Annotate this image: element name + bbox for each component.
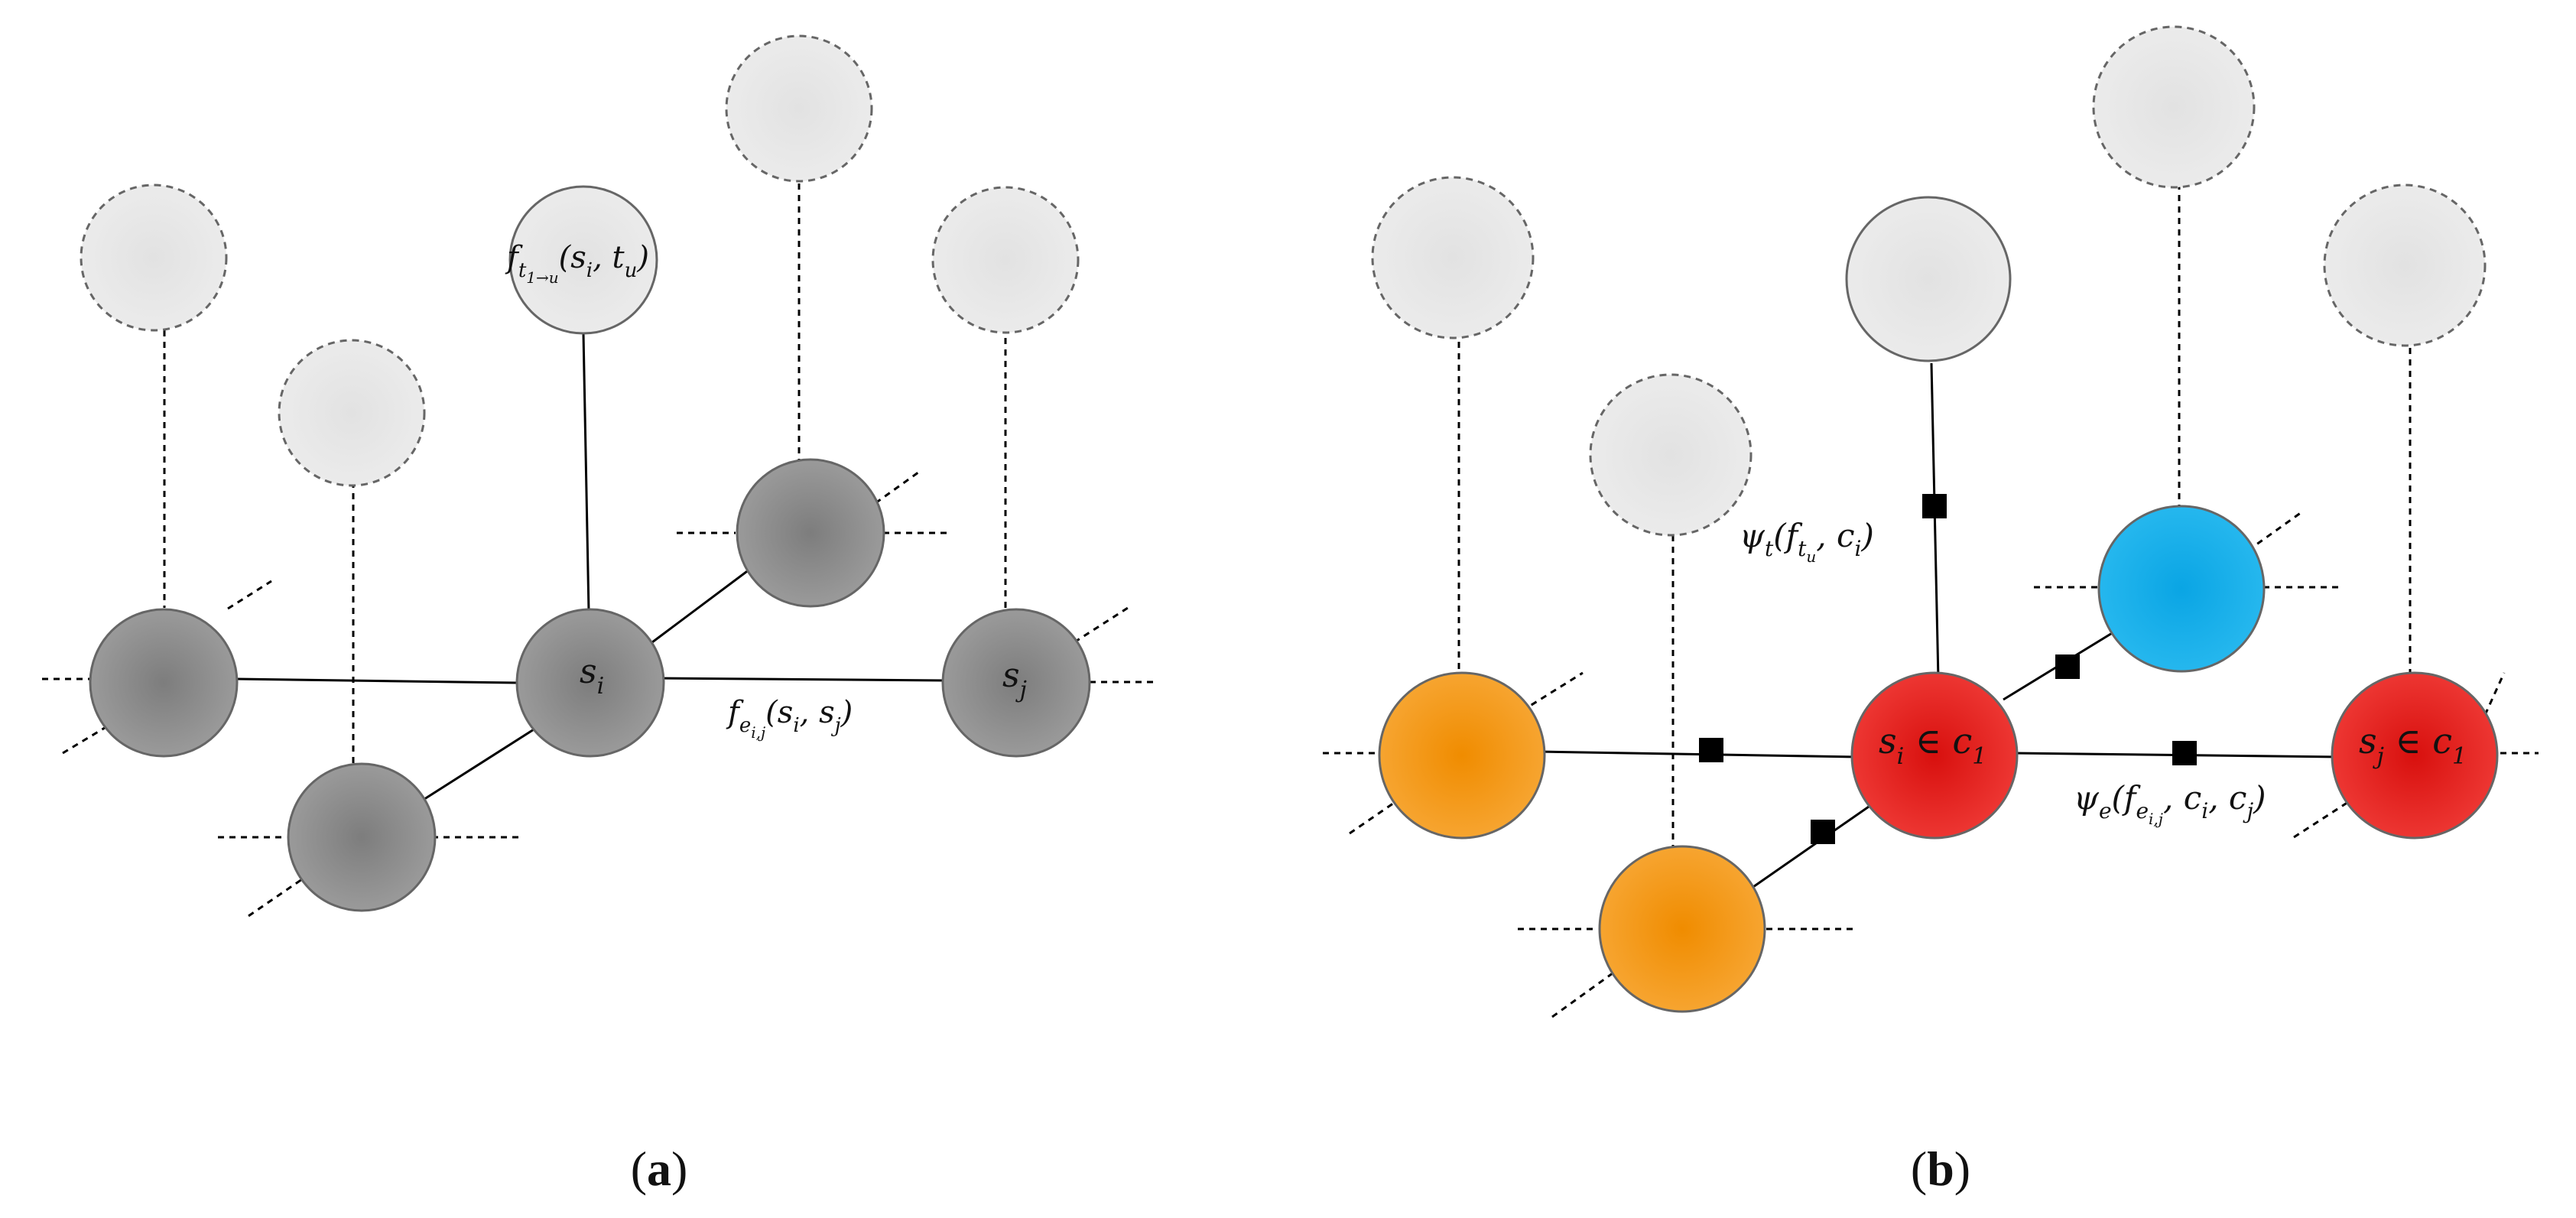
observed-node [931, 186, 1080, 334]
observed-node [1371, 176, 1535, 339]
observed-node [278, 339, 426, 487]
observed-node [725, 34, 873, 183]
observed-node-top [508, 185, 658, 335]
label-sj-b: sj ∈ c1 [2359, 720, 2467, 770]
observed-node-top [1845, 196, 2012, 362]
panel-b-factors [1699, 494, 2197, 844]
factor-square [1699, 738, 1723, 762]
red-node-si [1850, 671, 2019, 840]
orange-node [1598, 845, 1766, 1013]
label-si-a: si [580, 652, 604, 700]
caption-b: (b) [1911, 1142, 1970, 1196]
label-psi-t: ψt(ftu, ci) [1740, 517, 1874, 566]
observed-node [1589, 373, 1753, 537]
caption-a: (a) [631, 1142, 688, 1196]
factor-square [2172, 741, 2197, 765]
label-edge-factor-a: fei,j(si, sj) [726, 695, 853, 742]
label-psi-e: ψe(fei,j, ci, cj) [2074, 779, 2266, 828]
hidden-node [89, 608, 239, 758]
panel-a-hidden-nodes [89, 458, 1091, 912]
panel-b-observed-nodes [1371, 25, 2487, 537]
blue-node [2097, 505, 2266, 673]
observed-node [2323, 184, 2487, 347]
observed-node [2092, 25, 2256, 189]
panel-a-dashed-links [42, 184, 1155, 918]
panel-a-observed-nodes [80, 34, 1080, 487]
factor-square [2055, 654, 2080, 679]
panel-b-hidden-nodes [1378, 505, 2499, 1013]
hidden-node-si [515, 608, 665, 758]
hidden-node-sj [941, 608, 1091, 758]
factor-square [1922, 494, 1947, 518]
orange-node [1378, 671, 1546, 840]
panel-a-edges [236, 333, 946, 802]
factor-square [1811, 820, 1835, 844]
red-node-sj [2331, 671, 2499, 840]
observed-node [80, 184, 228, 332]
hidden-node [736, 458, 885, 608]
label-top-factor-a: ft1→u(si, tu) [505, 240, 649, 287]
panel-a: si sj ft1→u(si, tu) fei,j(si, sj) (a) [42, 34, 1155, 1196]
panel-b: si ∈ c1 sj ∈ c1 ψt(ftu, ci) ψe(fei,j, ci… [1323, 25, 2539, 1196]
hidden-node [287, 762, 437, 912]
label-si-b: si ∈ c1 [1879, 720, 1986, 770]
